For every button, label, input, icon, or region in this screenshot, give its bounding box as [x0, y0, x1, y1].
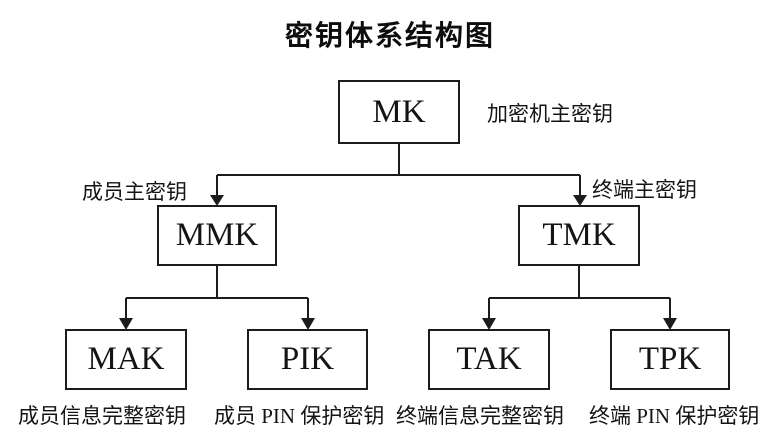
- node-mak-label: MAK: [87, 341, 165, 377]
- annotation-tmk: 终端主密钥: [592, 178, 697, 202]
- node-tmk-label: TMK: [542, 217, 616, 253]
- edge-mk-children: [210, 144, 587, 206]
- annotation-tak: 终端信息完整密钥: [396, 404, 564, 428]
- edge-tmk-children: [482, 265, 677, 330]
- annotation-pik: 成员 PIN 保护密钥: [214, 404, 385, 428]
- annotation-mak: 成员信息完整密钥: [18, 404, 186, 428]
- node-tak-label: TAK: [456, 341, 522, 377]
- node-mak: MAK: [65, 329, 187, 390]
- node-tpk-label: TPK: [638, 341, 702, 377]
- node-tmk: TMK: [518, 205, 640, 266]
- node-pik: PIK: [247, 329, 368, 390]
- node-mk: MK: [338, 80, 460, 144]
- node-mmk: MMK: [157, 205, 277, 266]
- node-mk-label: MK: [372, 93, 426, 130]
- node-tak: TAK: [428, 329, 550, 390]
- node-tpk: TPK: [610, 329, 730, 390]
- edge-mmk-children: [119, 265, 315, 330]
- annotation-tpk: 终端 PIN 保护密钥: [589, 404, 760, 428]
- node-mmk-label: MMK: [175, 217, 259, 253]
- annotation-mk: 加密机主密钥: [487, 102, 613, 126]
- annotation-mmk: 成员主密钥: [82, 180, 187, 204]
- node-pik-label: PIK: [280, 341, 335, 377]
- diagram-title: 密钥体系结构图: [284, 20, 495, 51]
